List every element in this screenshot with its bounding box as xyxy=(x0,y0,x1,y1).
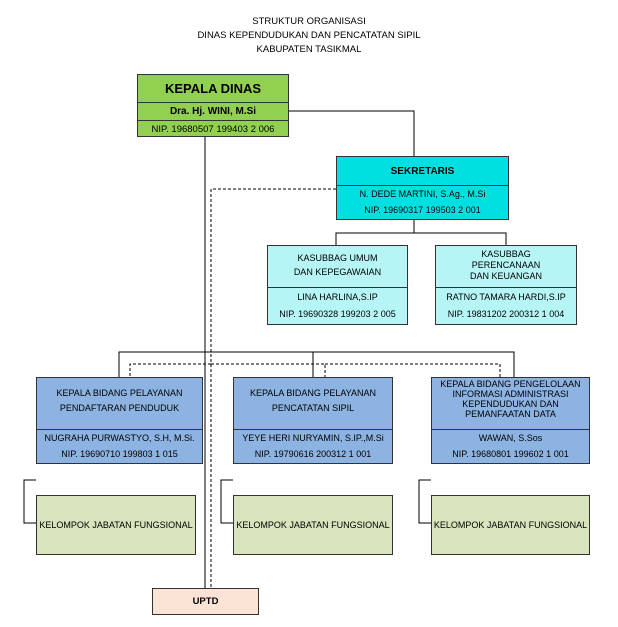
uptd-box: UPTD xyxy=(152,588,259,615)
bidang-pendaftaran-nip: NIP. 19690710 199803 1 015 xyxy=(61,448,178,459)
bidang-pendaftaran-name: NUGRAHA PURWASTYO, S.H, M.Si. xyxy=(37,429,202,446)
fungsional-label-1: KELOMPOK JABATAN FUNGSIONAL xyxy=(39,520,193,530)
bidang-informasi-name: WAWAN, S.Sos xyxy=(432,429,589,446)
bidang-pencatatan-title-1: KEPALA BIDANG PELAYANAN xyxy=(249,388,377,398)
bidang-informasi-title-2: INFORMASI ADMINISTRASI xyxy=(452,389,569,399)
kasubbag-perencanaan-title-2: PERENCANAAN xyxy=(471,259,541,270)
chart-subtitle-agency: DINAS KEPENDUDUKAN DAN PENCATATAN SIPIL xyxy=(197,30,421,41)
kepala-dinas-name: Dra. Hj. WINI, M.Si xyxy=(138,102,288,120)
fungsional-box-1: KELOMPOK JABATAN FUNGSIONAL xyxy=(36,495,196,555)
kasubbag-umum-title-2: DAN KEPEGAWAIAN xyxy=(293,267,382,277)
kepala-dinas-nip: NIP. 19680507 199403 2 006 xyxy=(138,120,288,137)
kepala-dinas-box: KEPALA DINAS Dra. Hj. WINI, M.Si NIP. 19… xyxy=(137,74,289,137)
kasubbag-perencanaan-nip: NIP. 19831202 200312 1 004 xyxy=(447,309,565,319)
bidang-informasi-title-3: KEPENDUDUKAN DAN xyxy=(462,399,559,409)
chart-title: STRUKTUR ORGANISASI xyxy=(252,16,366,27)
sekretaris-title: SEKRETARIS xyxy=(390,165,455,177)
kasubbag-umum-nip: NIP. 19690328 199203 2 005 xyxy=(279,309,396,319)
kasubbag-perencanaan-title-3: DAN KEUANGAN xyxy=(469,270,542,281)
fungsional-label-3: KELOMPOK JABATAN FUNGSIONAL xyxy=(433,520,588,530)
kasubbag-umum-box: KASUBBAG UMUM DAN KEPEGAWAIAN LINA HARLI… xyxy=(267,245,408,325)
bidang-pencatatan-name: YEYE HERI NURYAMIN, S.IP.,M.Si xyxy=(234,429,392,446)
bidang-informasi-box: KEPALA BIDANG PENGELOLAAN INFORMASI ADMI… xyxy=(431,377,590,464)
bidang-pencatatan-nip: NIP. 19790616 200312 1 001 xyxy=(254,448,372,459)
sekretaris-name: N. DEDE MARTINI, S.Ag., M.Si xyxy=(337,185,508,202)
kasubbag-perencanaan-box: KASUBBAG PERENCANAAN DAN KEUANGAN RATNO … xyxy=(435,245,577,325)
fungsional-label-2: KELOMPOK JABATAN FUNGSIONAL xyxy=(236,520,390,530)
bidang-informasi-nip: NIP. 19680801 199602 1 001 xyxy=(452,448,569,459)
bidang-pendaftaran-title-1: KEPALA BIDANG PELAYANAN xyxy=(56,388,183,398)
fungsional-box-2: KELOMPOK JABATAN FUNGSIONAL xyxy=(233,495,393,555)
kasubbag-umum-title-1: KASUBBAG UMUM xyxy=(297,253,378,263)
bidang-pendaftaran-box: KEPALA BIDANG PELAYANAN PENDAFTARAN PEND… xyxy=(36,377,203,464)
uptd-label: UPTD xyxy=(192,596,219,607)
bidang-informasi-title-1: KEPALA BIDANG PENGELOLAAN xyxy=(440,379,581,389)
fungsional-box-3: KELOMPOK JABATAN FUNGSIONAL xyxy=(431,495,590,555)
bidang-pencatatan-box: KEPALA BIDANG PELAYANAN PENCATATAN SIPIL… xyxy=(233,377,393,464)
chart-subtitle-region: KABUPATEN TASIKMAL xyxy=(256,44,362,55)
sekretaris-box: SEKRETARIS N. DEDE MARTINI, S.Ag., M.Si … xyxy=(336,156,509,220)
kasubbag-perencanaan-title-1: KASUBBAG xyxy=(481,248,531,259)
bidang-informasi-title-4: PEMANFAATAN DATA xyxy=(465,409,556,419)
bidang-pendaftaran-title-2: PENDAFTARAN PENDUDUK xyxy=(59,403,180,413)
kasubbag-perencanaan-name: RATNO TAMARA HARDI,S.IP xyxy=(436,287,576,305)
kepala-dinas-title: KEPALA DINAS xyxy=(164,81,262,96)
sekretaris-nip: NIP. 19690317 199503 2 001 xyxy=(364,204,481,215)
kasubbag-umum-name: LINA HARLINA,S.IP xyxy=(268,287,407,305)
bidang-pencatatan-title-2: PENCATATAN SIPIL xyxy=(271,403,355,413)
